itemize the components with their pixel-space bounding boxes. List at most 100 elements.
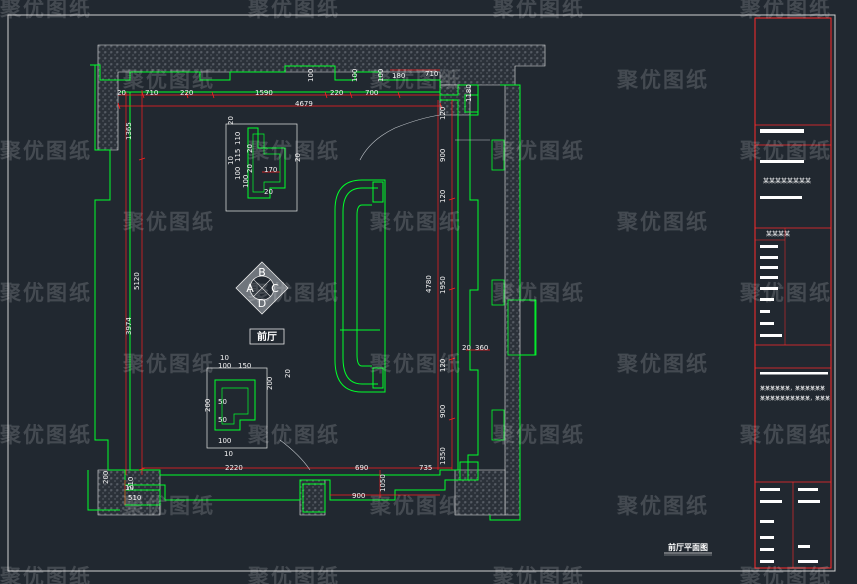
dim-bottom: 2220 (225, 464, 243, 472)
dim-detail: 50 (218, 416, 227, 424)
watermark: 聚优图纸 (492, 281, 585, 305)
watermark: 聚优图纸 (247, 281, 340, 305)
dim-left: 1365 (125, 122, 133, 140)
dim-bottom: 510 (128, 494, 141, 502)
dim-top: 100 (377, 69, 385, 82)
dim-right: 1950 (439, 276, 447, 294)
watermark: 聚优图纸 (492, 139, 585, 163)
dim-top: 180 (392, 72, 405, 80)
dimension-ticks (117, 91, 456, 471)
dim-right: 1350 (439, 447, 447, 465)
dim-right-total: 4780 (425, 275, 433, 293)
dim-detail: 100 (218, 362, 231, 370)
lower-column-detail[interactable] (206, 367, 268, 449)
watermark: 聚优图纸 (492, 0, 585, 21)
dim-detail: 100 (218, 437, 231, 445)
dim-left: 5120 (133, 272, 141, 290)
watermark: 聚优图纸 (739, 565, 832, 584)
reception-island[interactable] (334, 179, 386, 393)
dim-top: 100 (307, 69, 315, 82)
dim-top: 710 (145, 89, 158, 97)
watermark: 聚优图纸 (247, 423, 340, 447)
watermark: 聚优图纸 (739, 281, 832, 305)
dim-detail: 20 (294, 153, 302, 162)
watermark: 聚优图纸 (739, 139, 832, 163)
marker-c: C (271, 282, 279, 295)
watermark: 聚优图纸 (0, 0, 92, 21)
elevation-index-marker[interactable]: B A C D (235, 261, 289, 315)
left-dimension-labels: 1365 5120 3974 200 (102, 122, 141, 484)
watermark: 聚优图纸 (616, 210, 709, 234)
dim-bottom: 735 (419, 464, 432, 472)
room-label: 前厅 (257, 330, 277, 343)
title-block: 某某某某某某某某 某某某某 某某某某某某，某某某某某某 某某某某某某某某某某，某… (754, 17, 832, 569)
dim-left: 3974 (125, 317, 133, 335)
watermark: 聚优图纸 (0, 281, 92, 305)
dim-detail: 20 (284, 369, 292, 378)
upper-column-detail[interactable] (225, 123, 298, 212)
tb-company-block (760, 129, 804, 133)
dim-detail: 20 (227, 116, 235, 125)
dim-top: 1590 (255, 89, 273, 97)
marker-b: B (258, 266, 266, 279)
dim-right: 1180 (465, 84, 473, 102)
dim-detail: 100 (234, 167, 242, 180)
dim-right: 120 (439, 190, 447, 203)
dim-top-total: 4679 (295, 100, 313, 108)
dim-bottom: 900 (352, 492, 365, 500)
tb-section-header: 某某某某 (766, 231, 790, 238)
watermark: 聚优图纸 (369, 210, 462, 234)
dim-detail: 110 (234, 132, 242, 145)
leader-lines (279, 114, 490, 471)
dim-top: 710 (425, 70, 438, 78)
watermark: 聚优图纸 (492, 423, 585, 447)
watermark: 聚优图纸 (739, 423, 832, 447)
watermarks: 聚优图纸 聚优图纸 聚优图纸 聚优图纸 聚优图纸 聚优图纸 聚优图纸 聚优图纸 … (0, 0, 832, 584)
dim-bottom: 690 (355, 464, 368, 472)
drawing-caption: 前厅平面图 (668, 542, 708, 552)
dim-detail: 150 (238, 362, 251, 370)
dim-bottom: 210 (127, 477, 135, 490)
dim-right: 120 (439, 107, 447, 120)
watermark: 聚优图纸 (369, 494, 462, 518)
room-label-box (249, 328, 285, 345)
watermark: 聚优图纸 (369, 68, 462, 92)
watermark: 聚优图纸 (616, 352, 709, 376)
watermark: 聚优图纸 (616, 494, 709, 518)
dim-right: 360 (475, 344, 488, 352)
dim-detail: 20 (246, 144, 254, 153)
dim-top: 20 (117, 89, 126, 97)
dim-left: 200 (102, 471, 110, 484)
marker-d: D (258, 297, 266, 310)
tb-note-1: 某某某某某某，某某某某某某 (760, 386, 825, 392)
right-dimension-labels: 900 120 1950 120 900 4780 1350 1180 360 … (425, 84, 488, 465)
dim-detail: 115 (234, 149, 242, 162)
dim-right: 20 (462, 344, 471, 352)
dim-detail: 100 (242, 175, 250, 188)
dim-detail: 20 (264, 188, 273, 196)
dim-detail: 10 (220, 354, 229, 362)
tb-project: 某某某某某某某某 (763, 178, 811, 185)
watermark: 聚优图纸 (122, 68, 215, 92)
watermark: 聚优图纸 (122, 210, 215, 234)
watermark: 聚优图纸 (247, 139, 340, 163)
right-wall-columns (491, 139, 537, 441)
dim-detail: 170 (264, 166, 277, 174)
dim-top: 220 (180, 89, 193, 97)
upper-detail-labels: 20 110 10 100 115 20 20 100 170 20 20 (227, 116, 302, 196)
watermark: 聚优图纸 (369, 352, 462, 376)
bottom-dimension-labels: 2220 690 735 900 1050 510 10 210 (125, 464, 432, 502)
tb-note-2: 某某某某某某某某某某，某某某 (760, 396, 830, 402)
dim-bottom: 1050 (379, 474, 387, 492)
watermark: 聚优图纸 (0, 565, 92, 584)
sheet-border (7, 14, 836, 572)
dim-detail: 200 (266, 377, 274, 390)
marker-a: A (246, 282, 254, 295)
top-dimension-labels: 20 710 220 1590 220 700 180 710 4679 100… (117, 69, 438, 108)
dim-top: 700 (365, 89, 378, 97)
dimension-lines (118, 69, 490, 505)
dim-bottom: 10 (125, 484, 134, 492)
dim-right: 900 (439, 149, 447, 162)
dim-detail: 10 (227, 156, 235, 165)
